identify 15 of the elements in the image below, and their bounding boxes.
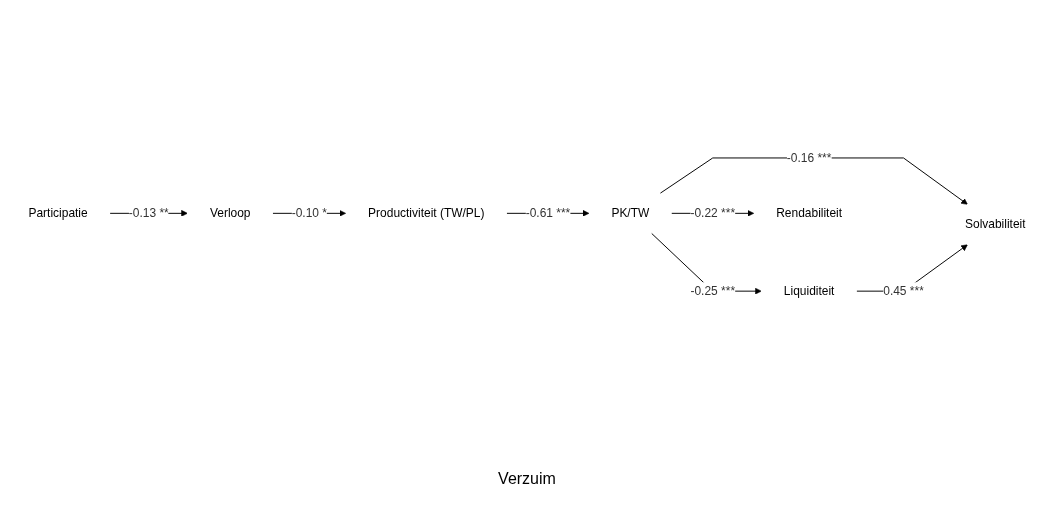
- node-text: PK/TW: [611, 206, 650, 220]
- edge-label: -0.61 ***: [525, 206, 571, 220]
- edge-label: -0.16 ***: [786, 151, 832, 164]
- node-text: Solvabiliteit: [964, 217, 1026, 231]
- edge-label: -0.25 ***: [690, 284, 736, 297]
- node-text: Liquiditeit: [783, 284, 835, 297]
- node-text: Verloop: [209, 206, 251, 220]
- edge-label: 0.45 ***: [883, 284, 924, 297]
- edge-label: -0.22 ***: [690, 206, 736, 220]
- edge-label: -0.13 **: [128, 206, 169, 220]
- node-text: Participatie: [28, 206, 88, 220]
- variable-label: Verzuim: [498, 470, 556, 488]
- node-text: Productiviteit (TW/PL): [368, 206, 485, 220]
- node-text: Rendabiliteit: [776, 206, 843, 220]
- edge-label: -0.10 *: [291, 206, 327, 220]
